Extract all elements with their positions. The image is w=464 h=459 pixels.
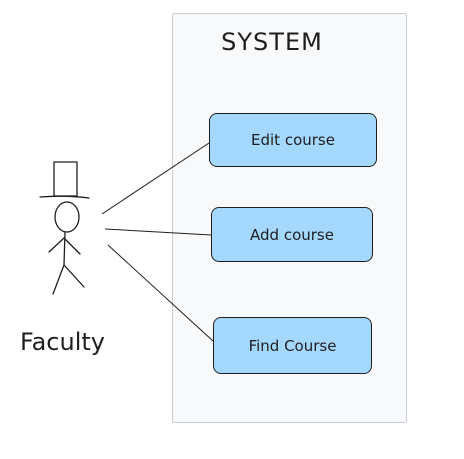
use-case-add-course[interactable]: Add course (211, 207, 373, 262)
use-case-label: Edit course (251, 131, 335, 149)
association-find-course (107, 244, 214, 342)
association-edit-course (101, 142, 210, 215)
actor-body (63, 231, 66, 266)
system-title: SYSTEM (221, 28, 323, 56)
use-case-label: Find Course (248, 336, 337, 355)
use-case-edit-course[interactable]: Edit course (209, 113, 377, 167)
actor-arms (48, 237, 81, 255)
association-add-course (104, 228, 212, 236)
actor-stick-figure-icon (39, 161, 90, 295)
hat-brim (39, 195, 90, 199)
use-case-label: Add course (250, 225, 334, 244)
use-case-find-course[interactable]: Find Course (213, 317, 372, 374)
actor-head (54, 201, 80, 233)
top-hat-icon (53, 161, 78, 197)
actor-legs (52, 264, 85, 295)
actor-label: Faculty (20, 328, 105, 356)
